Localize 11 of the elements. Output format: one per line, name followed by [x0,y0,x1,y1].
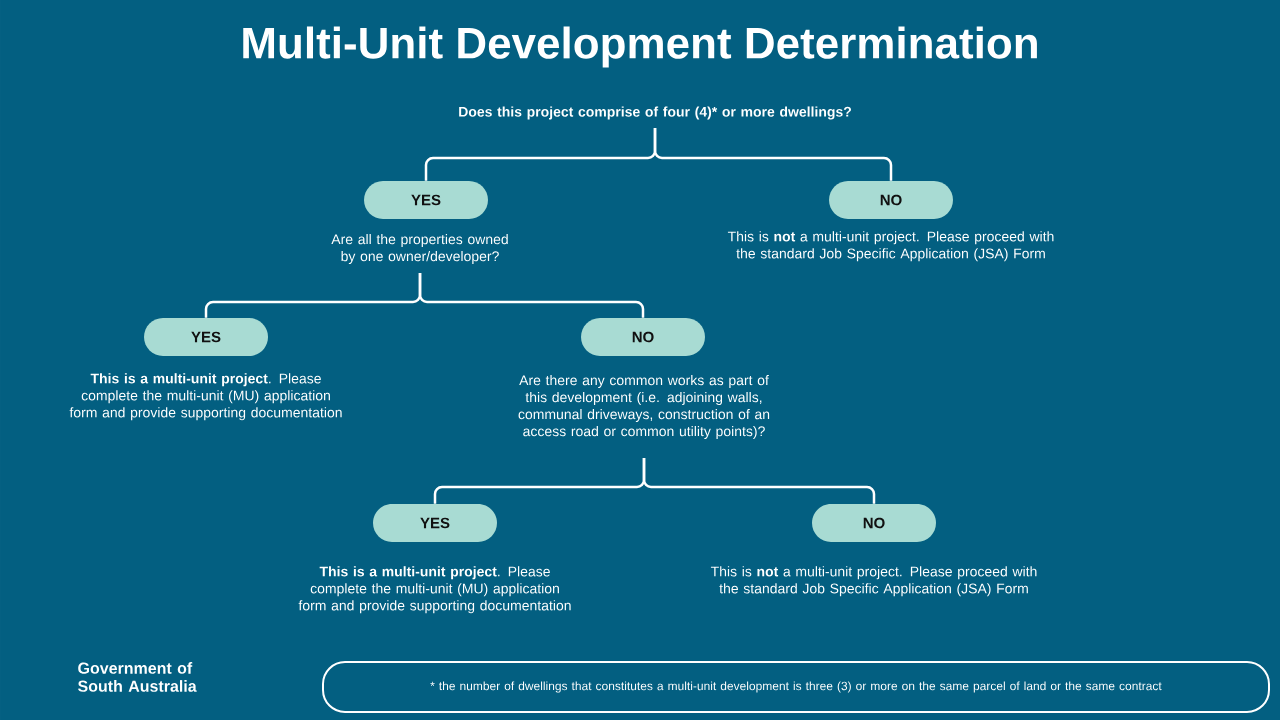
answer-text: This is a multi-unit project. Please complete the multi-unit (MU) application form and provide supporting documentation [298,566,571,614]
answer-text: This is a multi-unit project. Please complete the multi-unit (MU) application form and provide supporting documentation [69,373,342,421]
title: Multi-Unit Development Determination [243,26,1037,68]
government-name: Government of South Australia [78,662,197,692]
answer-text: This is not a multi-unit project. Please proceed with the standard Job Specific Application (JSA) Form [727,231,1054,262]
answer-text: This is not a multi-unit project. Please proceed with the standard Job Specific Application (JSA) Form [710,566,1037,597]
connector-line [653,128,893,181]
question-text: Does this project comprise of four (4)* or more dwellings? [459,106,851,120]
footnote-box: * the number of dwellings that constitutes a multi-unit development is three (3) or more on the same parcel of land or the same contract [322,661,1270,713]
question-text: Are there any common works as part of this development (i.e. adjoining walls, communal driveways, construction of an access road or common utility points)? [518,374,770,439]
question-text: Are all the properties owned by one owner/developer? [331,233,508,264]
